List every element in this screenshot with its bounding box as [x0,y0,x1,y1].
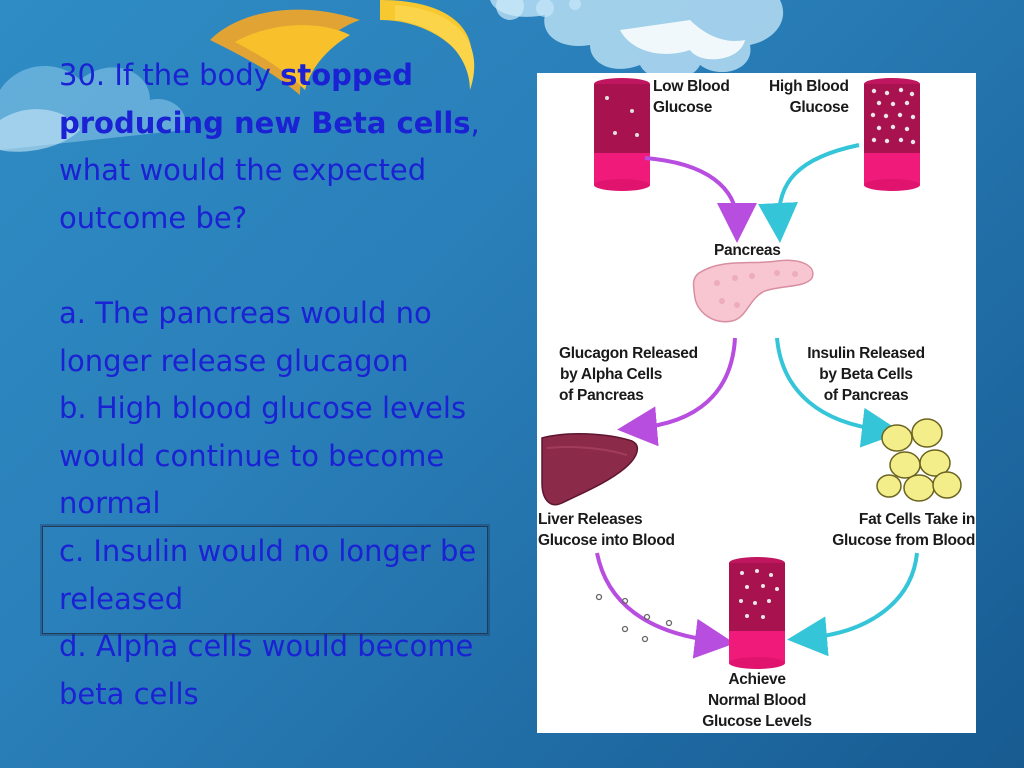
glucagon-label: Glucagon Released by Alpha Cells of Panc… [559,343,698,406]
fat-cells-label-line: Fat Cells Take in [858,511,975,528]
question-number-prefix: 30. If the body [59,58,281,92]
high-glucose-label: High Blood Glucose [769,76,849,118]
insulin-label-line: Insulin Released [807,345,925,362]
question-comma: , [470,105,480,140]
low-glucose-label-line: Low Blood [653,78,730,95]
insulin-label-line: of Pancreas [823,387,909,404]
liver-label-line: Glucose into Blood [538,532,675,549]
high-to-pancreas-arrow [758,143,860,243]
liver-label-line: Liver Releases [538,511,643,528]
question-prompt: 30. If the body stopped producing new Bet… [59,52,529,242]
pancreas-texture [714,270,798,308]
low-glucose-label: Low Blood Glucose [653,76,730,118]
fat-to-normal-arrow [787,552,919,657]
bubble [569,0,581,10]
low-glucose-label-line: Glucose [653,99,713,116]
high-glucose-tube-icon [864,78,920,191]
cloud-left-bottom [0,109,80,152]
liver-to-normal-arrow [595,552,735,659]
option-c: c. Insulin would no longer be released [59,533,477,616]
high-glucose-label-line: Glucose [789,99,849,116]
bubble [496,0,524,20]
glucose-regulation-diagram: Low Blood Glucose High Blood Glucose Pan… [537,73,976,733]
insulin-label: Insulin Released by Beta Cells of Pancre… [791,343,941,406]
question-spacer [59,242,529,290]
normal-glucose-tube-icon [729,557,785,669]
bubble [536,0,554,17]
option-d: d. Alpha cells would become beta cells [59,629,474,711]
normal-glucose-label-line: Glucose Levels [702,713,812,730]
glucagon-label-line: of Pancreas [559,387,644,404]
question-bold-phrase-1: stopped [280,58,414,92]
normal-glucose-label-line: Normal Blood [707,692,806,709]
diagram-graphics [541,78,962,669]
option-a: a. The pancreas would no longer release … [59,295,432,378]
glucagon-arrow [617,337,737,447]
fat-cells-label-line: Glucose from Blood [832,532,975,549]
normal-glucose-label-line: Achieve [728,671,786,688]
question-bold-phrase-2: producing new Beta cells [59,105,471,140]
glucagon-label-line: by Alpha Cells [560,366,663,383]
liver-label: Liver Releases Glucose into Blood [538,509,675,551]
fat-cells-label: Fat Cells Take in Glucose from Blood [813,509,975,551]
insulin-label-line: by Beta Cells [819,366,913,383]
question-rest: what would the expected outcome be? [59,153,427,235]
orange-wave-inner [235,25,350,91]
glucose-molecules [595,593,673,643]
normal-glucose-label: Achieve Normal Blood Glucose Levels [677,669,837,732]
insulin-arrow [775,337,902,448]
liver-icon [541,432,639,506]
fat-cells-icon [876,418,962,502]
yellow-crescent [395,5,475,90]
option-b: b. High blood glucose levels would conti… [59,391,467,521]
low-to-pancreas-arrow [644,156,757,243]
glucagon-label-line: Glucagon Released [559,345,698,362]
low-glucose-tube-icon [594,78,650,191]
pancreas-label: Pancreas [714,242,781,259]
question-text-block: 30. If the body stopped producing new Bet… [59,52,529,718]
high-glucose-label-line: High Blood [769,78,849,95]
pancreas-icon [692,259,814,323]
cloud-top-highlight [620,20,745,60]
